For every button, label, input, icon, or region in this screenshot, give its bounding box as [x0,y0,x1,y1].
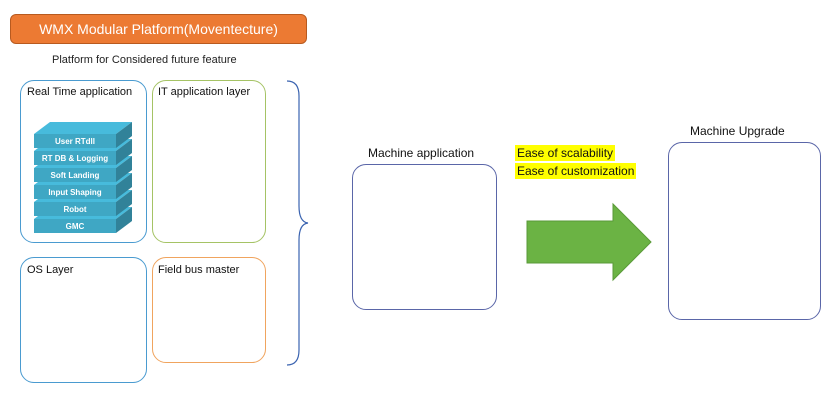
realtime-slab-label: Robot [63,205,86,214]
ease-scalability-text: Ease of scalability [515,145,616,161]
upgrade-title: Machine Upgrade [690,124,785,138]
platform-subtitle: Platform for Considered future feature [52,54,237,66]
platform-title: WMX Modular Platform(Moventecture) [10,14,307,44]
ease-customization-text: Ease of customization [515,163,637,179]
realtime-slab [34,219,116,233]
realtime-slab-label: RT DB & Logging [42,154,108,163]
realtime-slab [34,185,116,199]
realtime-slab-side [116,173,132,199]
it-panel-label: IT application layer [158,86,251,98]
realtime-slab-side [116,139,132,165]
realtime-slab-side [116,122,132,148]
realtime-slab-side [116,207,132,233]
realtime-slab-side [116,156,132,182]
machine-app-title: Machine application [368,146,475,160]
realtime-slab-side [116,190,132,216]
realtime-slab-top [34,122,132,134]
realtime-slab-label: Soft Landing [51,171,100,180]
os-panel-label: OS Layer [27,264,74,276]
realtime-panel-label: Real Time application [27,86,133,98]
machine-app-panel [352,164,497,310]
realtime-slab [34,168,116,182]
realtime-slab [34,151,116,165]
realtime-layers: GMC Robot Input Shaping Soft Landing RT DB &… [34,122,132,233]
realtime-slab-label: Input Shaping [48,188,101,197]
transition-arrow [526,202,652,282]
realtime-slab [34,134,116,148]
it-panel [152,80,266,243]
realtime-slab-label: GMC [66,222,85,231]
fieldbus-panel [152,257,266,363]
grouping-brace [286,80,309,366]
realtime-slab [34,202,116,216]
os-panel [20,257,147,383]
upgrade-panel [668,142,821,320]
ease-text-block: Ease of scalability Ease of customizatio… [515,144,637,180]
realtime-slab-label: User RTdll [55,137,95,146]
fieldbus-panel-label: Field bus master [158,264,240,276]
